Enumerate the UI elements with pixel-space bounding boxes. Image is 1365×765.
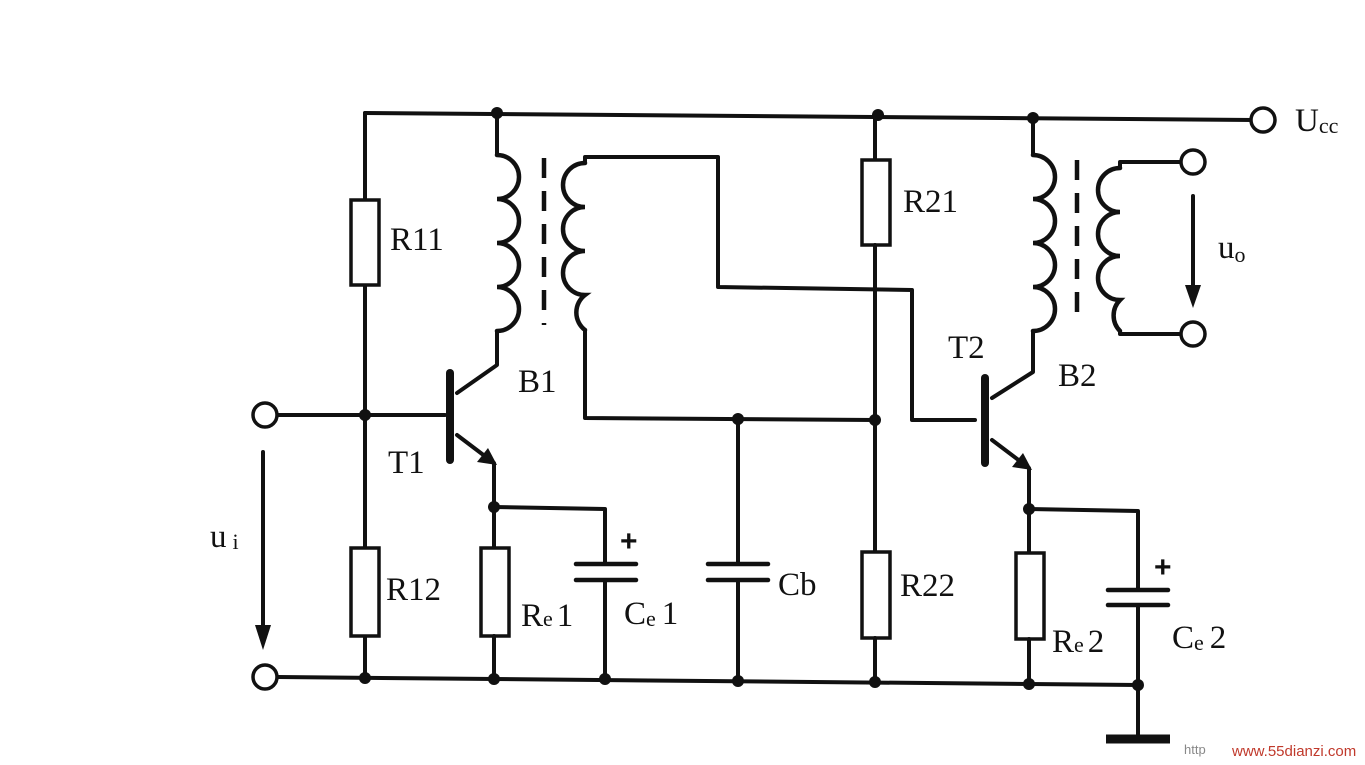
b2-secondary-top-wire — [1118, 160, 1182, 170]
label-ucc: Ucc — [1295, 103, 1339, 139]
junction-dot — [359, 672, 371, 684]
resistor-r12 — [349, 546, 381, 638]
b2-primary-to-t2-collector — [990, 329, 1035, 400]
t1-emitter-arrow — [477, 448, 497, 465]
b1-primary-to-t1-collector — [455, 329, 499, 395]
t1-emitter-wire — [455, 433, 496, 509]
ucc-rail — [363, 111, 1255, 122]
junction-dot — [732, 675, 744, 687]
label-r11: R11 — [390, 222, 444, 258]
b1-secondary-bottom-wire — [583, 328, 877, 422]
output-terminal-top — [1179, 148, 1207, 176]
junction-dot — [1132, 679, 1144, 691]
b1-secondary-top-wire — [583, 155, 977, 422]
label-r12: R12 — [386, 572, 441, 608]
junction-dot — [488, 501, 500, 513]
junction-dot — [491, 107, 503, 119]
b2-secondary-bottom-wire — [1118, 329, 1182, 336]
resistor-r22 — [860, 550, 892, 640]
junction-dot — [1023, 678, 1035, 690]
t2-emitter-wire — [990, 438, 1031, 511]
t2-emitter-arrow — [1012, 453, 1032, 470]
junction-dot — [1027, 112, 1039, 124]
junction-dot — [872, 109, 884, 121]
resistor-re1 — [479, 546, 511, 638]
junction-dots — [359, 107, 1144, 691]
ground-rail — [276, 675, 1140, 687]
t2-emitter-node-wire — [1027, 507, 1140, 590]
junction-dot — [359, 409, 371, 421]
junction-dot — [488, 673, 500, 685]
label-b1: B1 — [518, 364, 557, 400]
junction-dot — [1023, 503, 1035, 515]
label-uo: uo — [1218, 230, 1246, 267]
label-b2: B2 — [1058, 358, 1097, 394]
label-t1: T1 — [388, 445, 425, 481]
ce1-polarity-plus: + — [620, 525, 638, 558]
input-terminal-top — [251, 401, 279, 429]
label-cb: Cb — [778, 567, 817, 603]
transformer-b2-primary-coil — [1030, 152, 1058, 334]
junction-dot — [732, 413, 744, 425]
input-terminal-bottom — [251, 663, 279, 691]
output-terminal-bottom — [1179, 320, 1207, 348]
resistor-r11 — [349, 198, 381, 287]
junction-dot — [599, 673, 611, 685]
ucc-terminal — [1249, 106, 1277, 134]
label-t2: T2 — [948, 330, 985, 366]
resistor-r21 — [860, 158, 892, 247]
transformer-b2-secondary-coil — [1095, 165, 1126, 334]
label-r21: R21 — [903, 184, 958, 220]
transformer-b1-primary-coil — [494, 152, 522, 334]
transformer-b1-secondary-coil — [560, 160, 592, 333]
label-r22: R22 — [900, 568, 955, 604]
junction-dot — [869, 414, 881, 426]
resistor-re2 — [1014, 551, 1046, 641]
watermark-prefix: http — [1184, 742, 1206, 757]
t1-emitter-node-wire — [492, 505, 607, 564]
uo-arrow-head — [1185, 285, 1201, 308]
ui-arrow-head — [255, 625, 271, 650]
junction-dot — [869, 676, 881, 688]
watermark-site: www.55dianzi.com — [1231, 743, 1356, 760]
ce2-polarity-plus: + — [1154, 551, 1172, 584]
